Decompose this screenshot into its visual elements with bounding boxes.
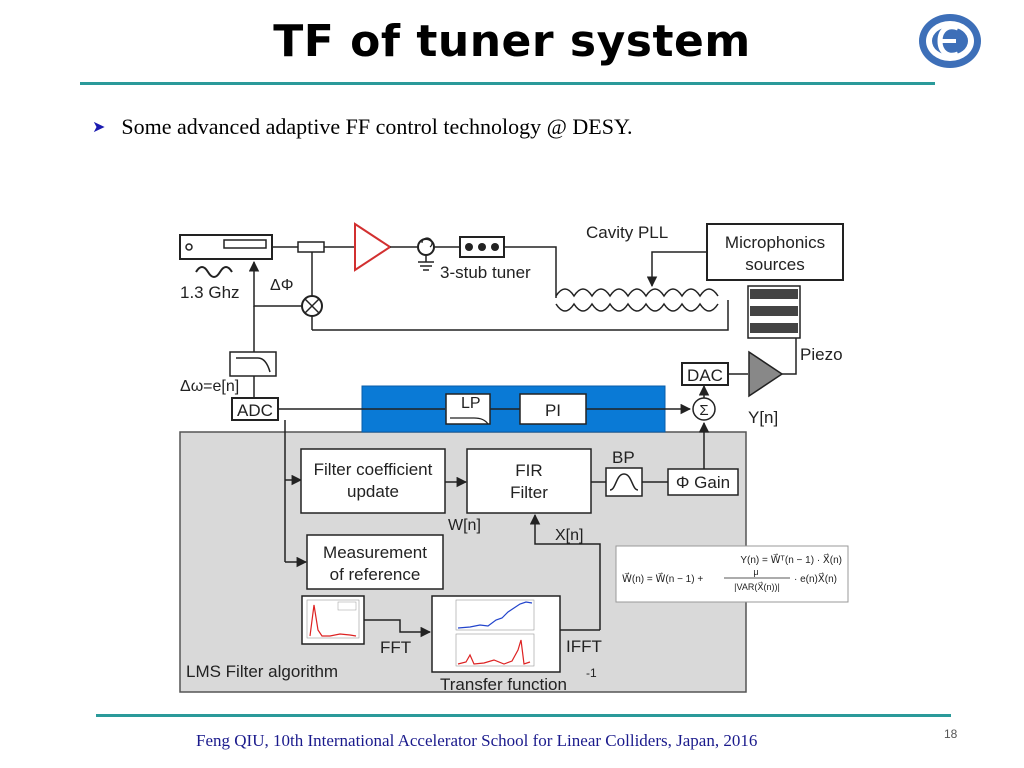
measurement-box (306, 534, 444, 590)
cavity-pll-label: Cavity PLL (586, 223, 668, 242)
lp-label: LP (461, 395, 481, 412)
filter-coefficient-box (300, 448, 446, 514)
equation-1: Y(n) = W⃗ᵀ(n − 1) · X⃗(n) (740, 553, 842, 566)
transfer-function-plots (431, 595, 561, 673)
bandpass-filter-icon (605, 467, 643, 497)
pi-box (519, 393, 587, 425)
piezo-label: Piezo (800, 345, 843, 364)
filter-coeff-line2: update (347, 482, 399, 501)
lms-label: LMS Filter algorithm (186, 662, 338, 681)
filter-coeff-line1: Filter coefficient (314, 460, 433, 479)
bullet-point: ➤ Some advanced adaptive FF control tech… (92, 114, 633, 140)
directional-coupler (297, 241, 325, 253)
gain-box (667, 468, 739, 496)
arrow-bullet-icon: ➤ (92, 119, 106, 136)
w-n-label: W[n] (448, 517, 481, 534)
microphonics-line2: sources (745, 255, 805, 274)
title-divider (80, 82, 935, 85)
inverse-exponent-label: -1 (586, 666, 597, 680)
page-number: 18 (944, 727, 958, 741)
microphonics-box (706, 223, 844, 281)
slide-title: TF of tuner system (273, 16, 751, 67)
piezo-amplifier-icon (748, 350, 784, 398)
ifft-label: IFFT (566, 637, 602, 656)
delta-phi-label: ΔΦ (270, 277, 293, 294)
delta-omega-label: Δω=e[n] (180, 378, 239, 395)
measurement-line1: Measurement (323, 543, 427, 562)
fir-filter-box (466, 448, 592, 514)
reference-spectrum-thumbnail (301, 595, 365, 645)
dac-label: DAC (687, 366, 723, 385)
signal-generator (179, 234, 273, 278)
transfer-function-label: Transfer function (440, 675, 567, 694)
stub-tuner-label: 3-stub tuner (440, 263, 531, 282)
source-frequency-label: 1.3 Ghz (180, 283, 240, 302)
footer-text: Feng QIU, 10th International Accelerator… (196, 731, 758, 750)
y-n-label: Y[n] (748, 408, 778, 427)
piezo-stack-icon (747, 285, 801, 339)
bullet-text: Some advanced adaptive FF control techno… (121, 114, 633, 139)
measurement-line2: of reference (330, 565, 421, 584)
fir-line1: FIR (515, 461, 542, 480)
x-n-label: X[n] (555, 527, 583, 544)
equation-box (615, 545, 849, 603)
equation-2-denominator: |VAR(X⃗(n))| (734, 581, 780, 592)
lowpass-filter-icon (229, 351, 277, 377)
superconducting-cavity (555, 288, 719, 312)
footer-divider (96, 714, 951, 717)
fft-label: FFT (380, 638, 411, 657)
institute-logo (919, 14, 981, 68)
equation-2-numerator: μ (753, 567, 758, 577)
fir-line2: Filter (510, 483, 548, 502)
equation-2-right: · e(n)X⃗(n) (794, 572, 837, 585)
bp-label: BP (612, 448, 635, 467)
sum-symbol: Σ (699, 402, 708, 419)
pi-label: PI (545, 401, 561, 420)
gain-label: Φ Gain (676, 473, 730, 492)
rf-amplifier-icon (354, 222, 392, 272)
microphonics-line1: Microphonics (725, 233, 825, 252)
equation-2-left: W⃗(n) = W⃗(n − 1) + (622, 572, 703, 585)
adc-label: ADC (237, 401, 273, 420)
sine-wave-icon (195, 266, 233, 278)
